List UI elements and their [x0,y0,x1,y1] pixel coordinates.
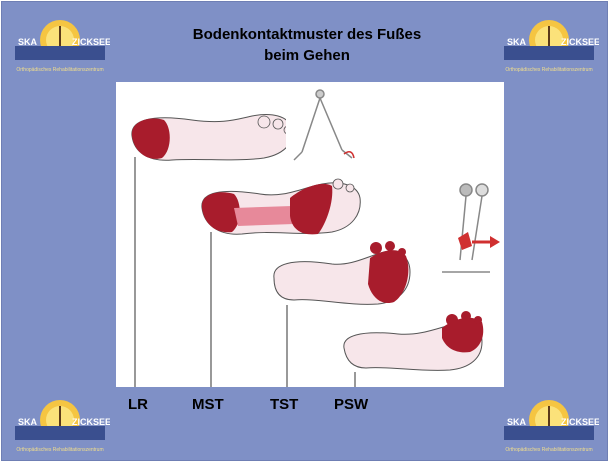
phase-label-lr: LR [128,396,148,413]
foot-loading-response [132,115,293,161]
phase-label-mst: MST [192,396,224,413]
phase-label-psw: PSW [334,396,368,413]
leg-sketch-push-off [442,184,500,272]
foot-pre-swing [344,311,483,370]
phase-label-tst: TST [270,396,298,413]
foot-terminal-stance [274,241,410,304]
leg-sketch-heel-strike [286,88,356,162]
foot-midstance [202,179,360,234]
